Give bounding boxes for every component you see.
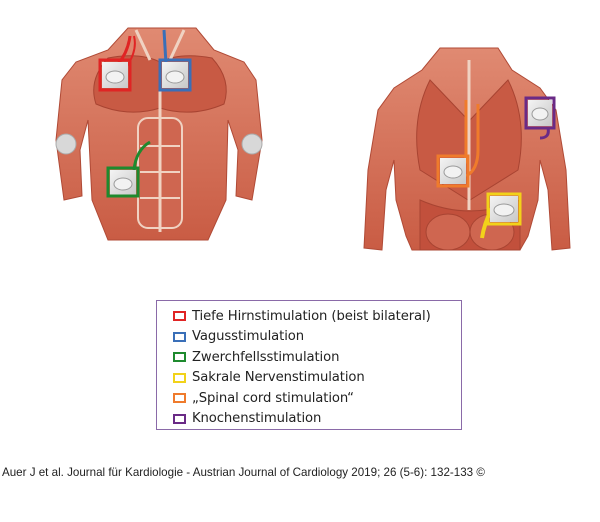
legend-item: Knochenstimulation: [173, 409, 461, 430]
phrenic-device: [106, 166, 140, 198]
legend-label: „Spinal cord stimulation“: [192, 390, 354, 406]
legend-swatch: [173, 331, 186, 342]
scs-device: [436, 154, 470, 188]
legend-swatch: [173, 352, 186, 363]
legend-swatch: [173, 413, 186, 424]
legend-label: Knochenstimulation: [192, 411, 322, 427]
bone-lead: [539, 127, 550, 140]
legend-item: Zwerchfellsstimulation: [173, 347, 461, 368]
dbs-device: [98, 58, 132, 92]
citation: Auer J et al. Journal für Kardiologie - …: [2, 466, 485, 479]
anatomy-figure: [55, 27, 571, 251]
legend-item: Tiefe Hirnstimulation (beist bilateral): [173, 306, 461, 327]
legend-swatch: [173, 311, 186, 322]
legend-label: Sakrale Nervenstimulation: [192, 370, 365, 386]
legend-label: Zwerchfellsstimulation: [192, 349, 340, 365]
legend-label: Vagusstimulation: [192, 329, 304, 345]
legend-item: „Spinal cord stimulation“: [173, 388, 461, 409]
vagus-lead: [162, 29, 168, 65]
vagus-device: [158, 58, 192, 92]
legend-swatch: [173, 372, 186, 383]
legend-label: Tiefe Hirnstimulation (beist bilateral): [192, 308, 431, 324]
bone-device: [524, 96, 556, 130]
legend-item: Vagusstimulation: [173, 327, 461, 348]
legend-swatch: [173, 393, 186, 404]
legend-item: Sakrale Nervenstimulation: [173, 368, 461, 389]
sacral-device: [486, 192, 522, 226]
legend: Tiefe Hirnstimulation (beist bilateral) …: [156, 300, 462, 430]
